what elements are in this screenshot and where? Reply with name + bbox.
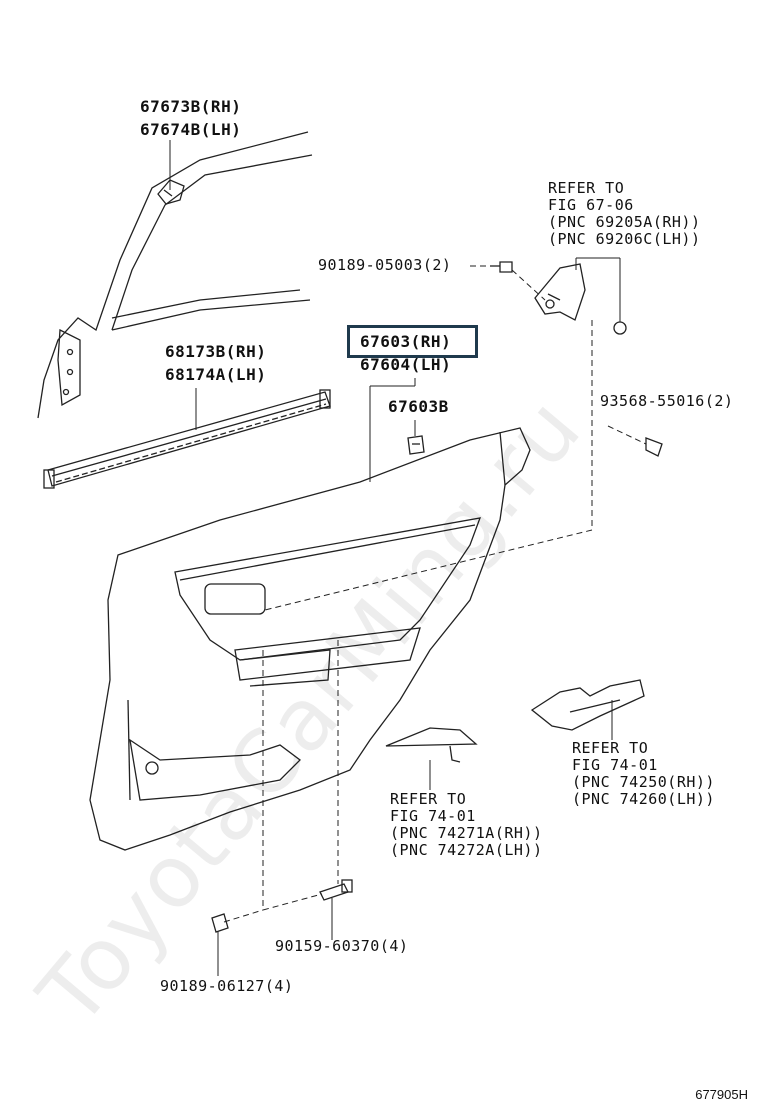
switch-base [530, 679, 645, 731]
label-trim-rh: 67603(RH) [360, 332, 452, 351]
highlight-box [347, 325, 478, 358]
label-trim-b: 67603B [388, 397, 449, 416]
ref-handle-1: REFER TO [548, 179, 625, 197]
label-weatherstrip-lh: 68174A(LH) [165, 365, 267, 384]
screw-60370 [319, 879, 353, 901]
trim-clip [407, 435, 425, 455]
label-clip-06127: 90189-06127(4) [160, 977, 294, 995]
bolt-55016 [645, 437, 663, 457]
inside-handle [534, 263, 627, 335]
label-weatherstrip-rh: 68173B(RH) [165, 342, 267, 361]
screw-05003 [490, 261, 513, 273]
ref-switch-base-1: REFER TO [572, 739, 649, 757]
label-screw-05003: 90189-05003(2) [318, 256, 452, 274]
leader-lines [169, 140, 621, 976]
dashed-lines [223, 265, 647, 923]
label-screw-60370: 90159-60370(4) [275, 937, 409, 955]
clip-06127 [211, 913, 229, 933]
door-trim-panel [89, 427, 531, 851]
label-trim-lh: 67604(LH) [360, 355, 452, 374]
ref-handle-2: FIG 67-06 [548, 196, 634, 214]
figure-code: 677905H [695, 1087, 748, 1102]
ref-handle-4: (PNC 69206C(LH)) [548, 230, 701, 248]
ref-handle-3: (PNC 69205A(RH)) [548, 213, 701, 231]
label-garnish-lh: 67674B(LH) [140, 120, 242, 139]
ref-switch-panel-3: (PNC 74271A(RH)) [390, 824, 543, 842]
door-frame [37, 131, 313, 419]
ref-switch-panel-1: REFER TO [390, 790, 467, 808]
ref-switch-panel-4: (PNC 74272A(LH)) [390, 841, 543, 859]
ref-switch-base-2: FIG 74-01 [572, 756, 658, 774]
ref-switch-base-4: (PNC 74260(LH)) [572, 790, 715, 808]
weatherstrip [43, 389, 331, 489]
switch-panel [385, 727, 478, 763]
ref-switch-panel-2: FIG 74-01 [390, 807, 476, 825]
label-garnish-rh: 67673B(RH) [140, 97, 242, 116]
label-bolt-55016: 93568-55016(2) [600, 392, 734, 410]
ref-switch-base-3: (PNC 74250(RH)) [572, 773, 715, 791]
garnish-clip [157, 179, 185, 205]
